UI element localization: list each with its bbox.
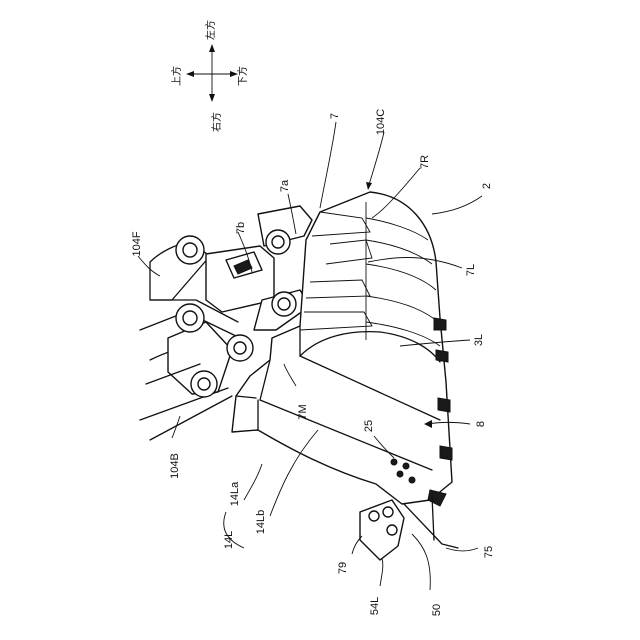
label-7a: 7a <box>279 179 291 192</box>
tooth-2 <box>436 350 448 362</box>
label-7: 7 <box>329 113 341 119</box>
bolt-25-d <box>409 477 415 483</box>
arrow-head-up <box>209 44 215 52</box>
label-14La: 14La <box>229 481 241 506</box>
bolt-1 <box>369 511 379 521</box>
pin-middle <box>183 311 197 325</box>
label-7b: 7b <box>235 222 247 234</box>
dir-down: 下方 <box>236 66 249 86</box>
tooth-1 <box>434 318 446 330</box>
leader-2 <box>432 196 482 214</box>
label-3L: 3L <box>473 334 485 346</box>
tooth-4 <box>440 446 452 460</box>
label-104C: 104C <box>375 109 387 135</box>
arrow-104C <box>366 182 372 190</box>
leader-14La <box>244 464 262 500</box>
leader-7 <box>320 122 336 208</box>
tooth-3 <box>438 398 450 412</box>
hinge-pin-1 <box>278 298 290 310</box>
leader-104C <box>368 132 384 188</box>
dir-left: 左方 <box>204 20 217 40</box>
arrow-head-right <box>230 71 238 77</box>
leader-50 <box>412 534 430 590</box>
bolt-25-b <box>403 463 409 469</box>
leader-54L <box>380 558 383 586</box>
bolt-25-a <box>391 459 397 465</box>
arrow-head-down <box>209 94 215 102</box>
label-75: 75 <box>483 546 495 558</box>
edge-plate-75 <box>404 504 458 548</box>
label-14Lb: 14Lb <box>255 510 267 534</box>
pin-top <box>183 243 197 257</box>
arrow-head-left <box>186 71 194 77</box>
label-7L: 7L <box>465 264 477 276</box>
label-7R: 7R <box>419 155 431 169</box>
label-8: 8 <box>475 421 487 427</box>
dir-right: 右方 <box>210 112 223 132</box>
hinge-pin-2 <box>272 236 284 248</box>
label-2: 2 <box>481 183 493 189</box>
label-104F: 104F <box>131 231 143 256</box>
label-79: 79 <box>337 562 349 574</box>
pin-bottom <box>198 378 210 390</box>
label-14L: 14L <box>223 531 235 549</box>
bolt-2 <box>383 507 393 517</box>
bolt-25-c <box>397 471 403 477</box>
bolt-3 <box>387 525 397 535</box>
label-54L: 54L <box>369 597 381 615</box>
hinge-pin-3 <box>234 342 246 354</box>
leader-75 <box>446 548 478 551</box>
leader-104F <box>138 256 160 276</box>
direction-indicator: 左方 上方 下方 右方 <box>170 20 249 132</box>
label-104B: 104B <box>169 453 181 479</box>
label-50: 50 <box>431 604 443 616</box>
arm-rod-2 <box>150 396 232 440</box>
tooth-5 <box>428 490 446 506</box>
dir-up: 上方 <box>170 66 183 86</box>
arm-rod-1 <box>140 388 228 420</box>
label-25: 25 <box>363 420 375 432</box>
bucket <box>232 192 458 560</box>
label-7M: 7M <box>297 404 309 419</box>
